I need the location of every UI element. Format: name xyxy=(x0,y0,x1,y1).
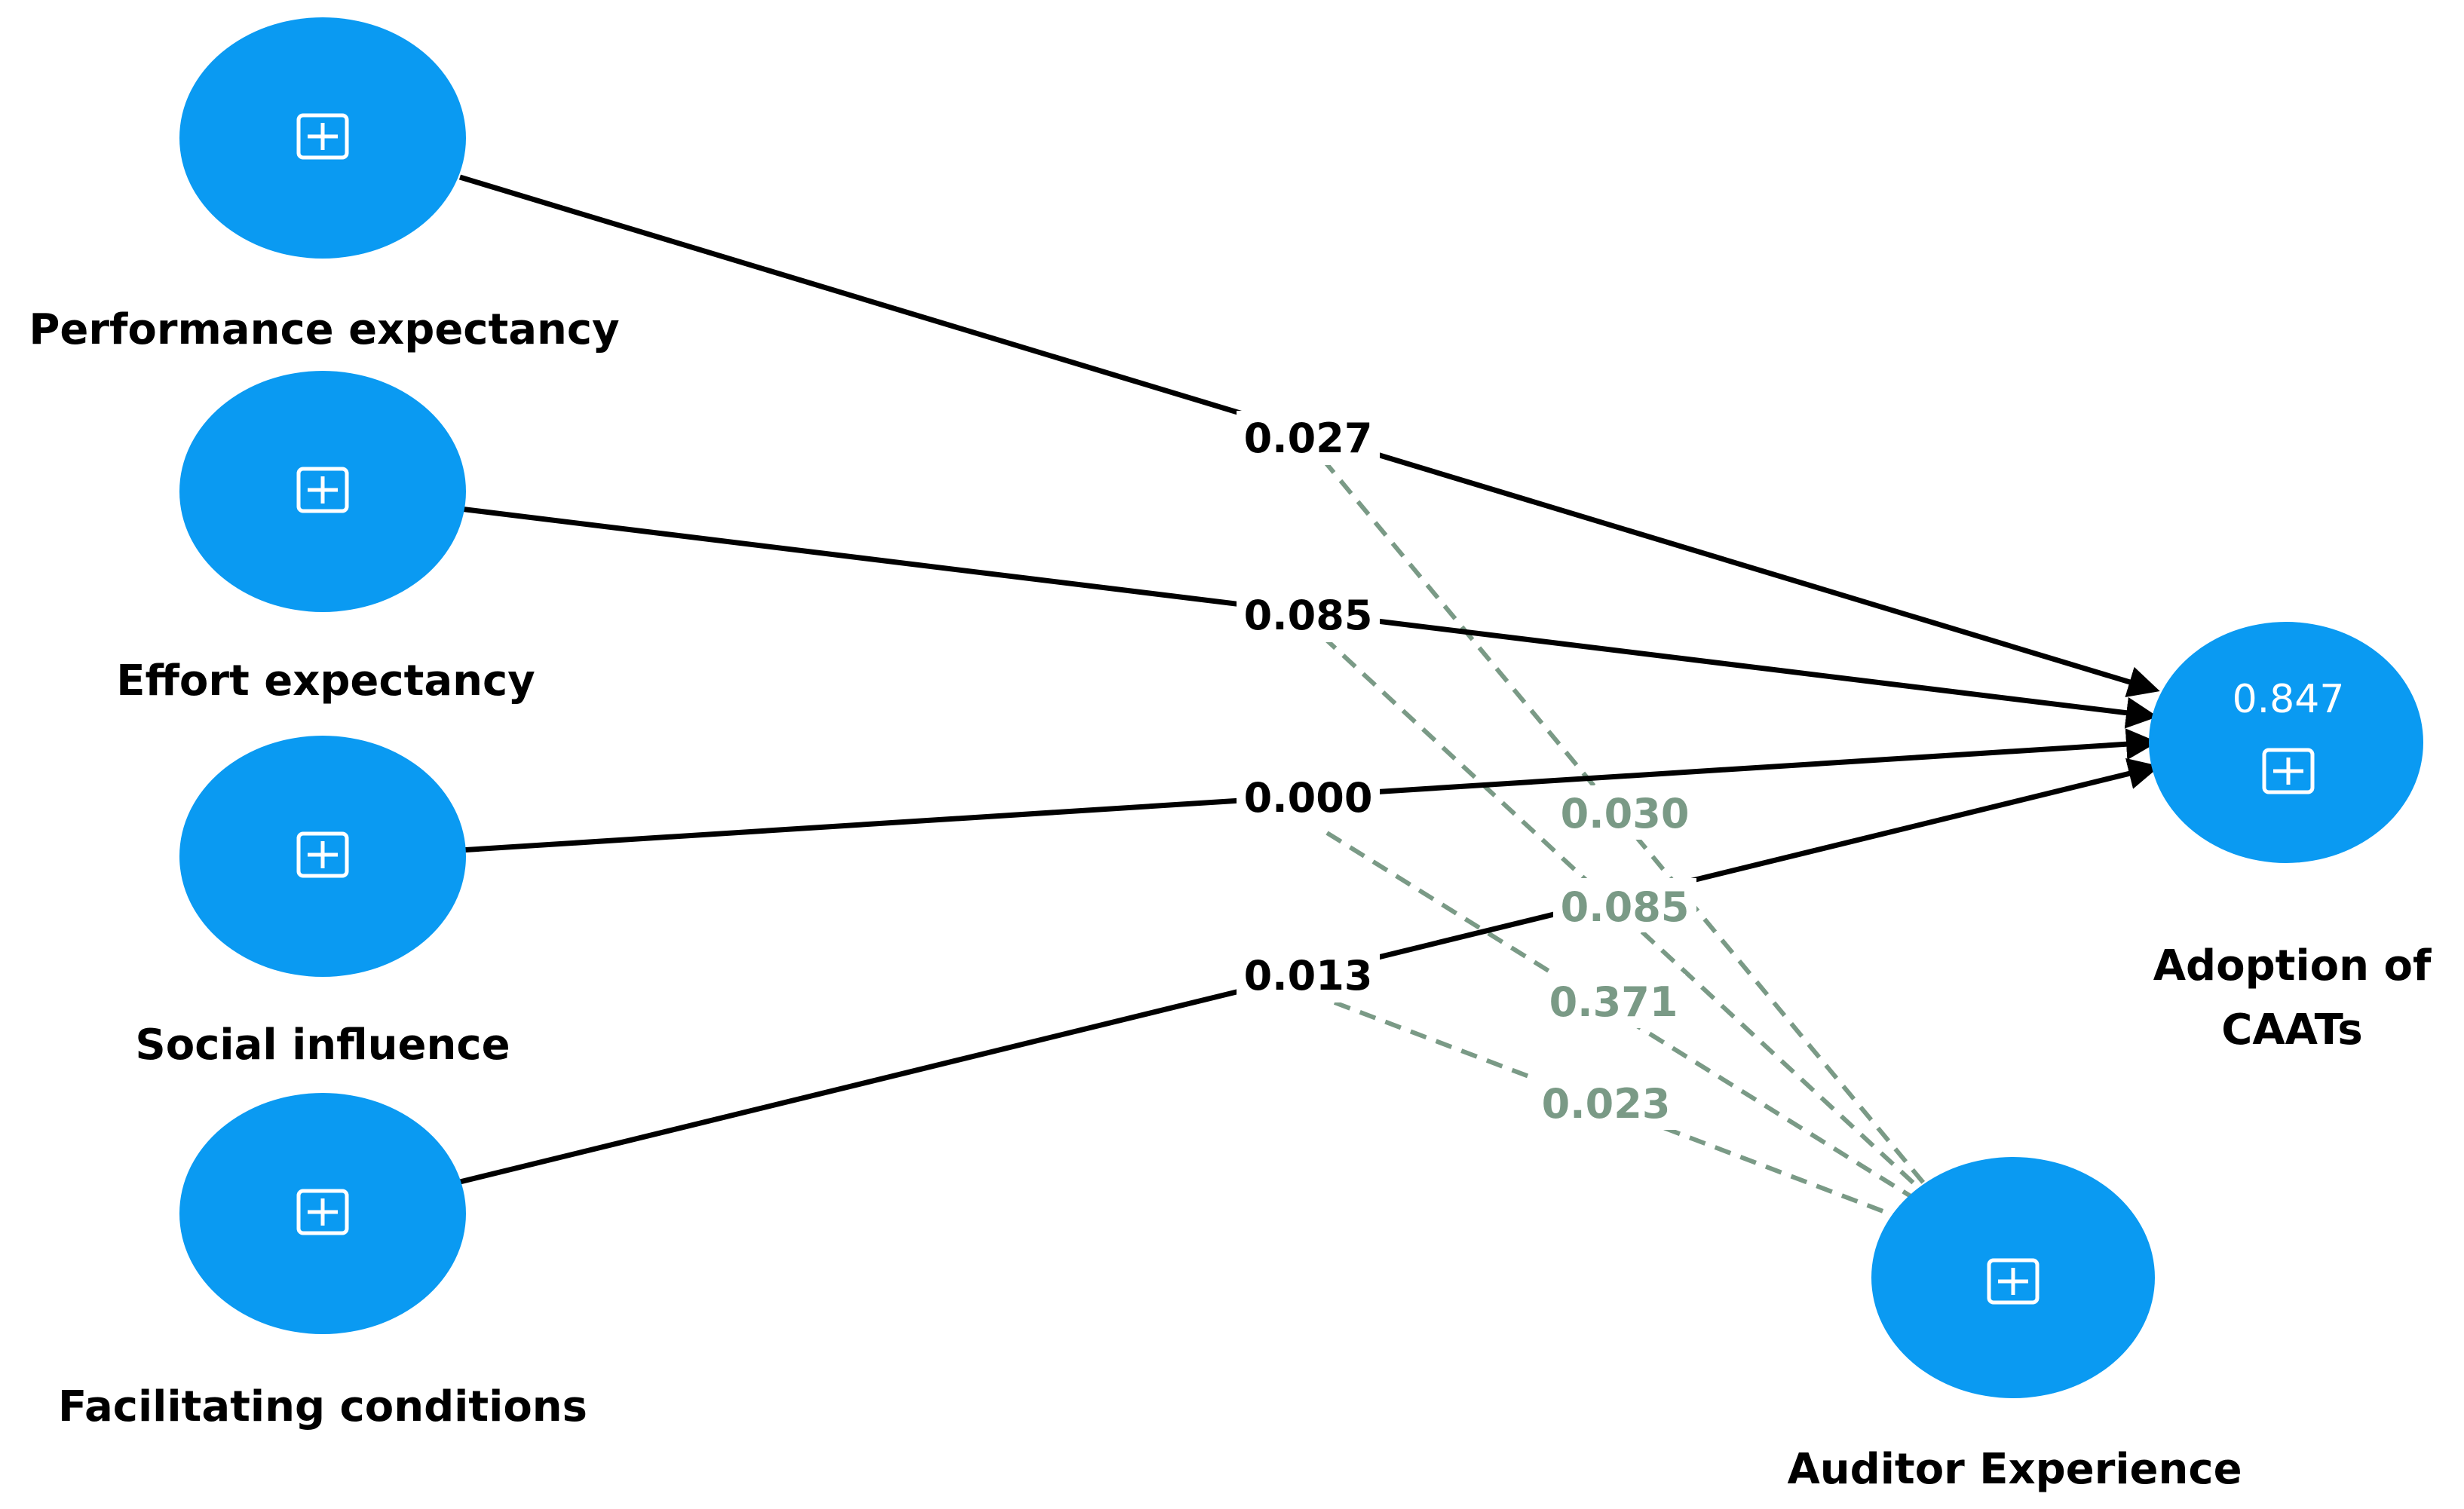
moderation-coefficients: 0.030 0.085 0.371 0.023 xyxy=(1534,785,1696,1130)
construct-performance-expectancy[interactable]: Performance expectancy xyxy=(29,17,620,354)
path-coef-social: 0.000 xyxy=(1244,774,1373,822)
path-coef-effort: 0.085 xyxy=(1244,592,1373,639)
r-squared-value: 0.847 xyxy=(2233,677,2345,722)
direct-path-lines xyxy=(458,174,2160,1185)
expand-plus-icon[interactable] xyxy=(1987,1258,2040,1305)
construct-label-line1: Adoption of xyxy=(2153,941,2432,990)
path-coefficients: 0.027 0.085 0.000 0.013 xyxy=(1237,411,1380,1002)
moderation-coef-social: 0.371 xyxy=(1549,978,1678,1026)
construct-label: Performance expectancy xyxy=(29,305,619,354)
construct-label: Effort expectancy xyxy=(116,657,535,706)
moderation-coef-facilitating: 0.023 xyxy=(1542,1080,1671,1128)
path-coef-facilitating: 0.013 xyxy=(1244,952,1373,999)
expand-plus-icon[interactable] xyxy=(296,831,349,878)
expand-plus-icon[interactable] xyxy=(296,1189,349,1235)
construct-social-influence[interactable]: Social influence xyxy=(135,736,510,1070)
construct-node[interactable] xyxy=(2149,622,2423,863)
construct-label-line2: CAATs xyxy=(2221,1005,2363,1054)
construct-auditor-experience[interactable]: Auditor Experience xyxy=(1787,1157,2242,1494)
expand-plus-icon[interactable] xyxy=(2262,748,2315,794)
construct-facilitating-conditions[interactable]: Facilitating conditions xyxy=(58,1093,587,1431)
moderation-coef-performance: 0.030 xyxy=(1561,790,1690,837)
expand-plus-icon[interactable] xyxy=(296,467,349,513)
expand-plus-icon[interactable] xyxy=(296,113,349,160)
construct-label: Social influence xyxy=(135,1021,510,1070)
path-coef-performance: 0.027 xyxy=(1244,415,1373,462)
construct-adoption-of-caats[interactable]: 0.847 Adoption of CAATs xyxy=(2149,622,2432,1054)
construct-label: Auditor Experience xyxy=(1787,1445,2242,1494)
moderation-coef-effort: 0.085 xyxy=(1561,883,1690,931)
construct-label: Facilitating conditions xyxy=(58,1382,587,1431)
construct-effort-expectancy[interactable]: Effort expectancy xyxy=(116,371,535,706)
